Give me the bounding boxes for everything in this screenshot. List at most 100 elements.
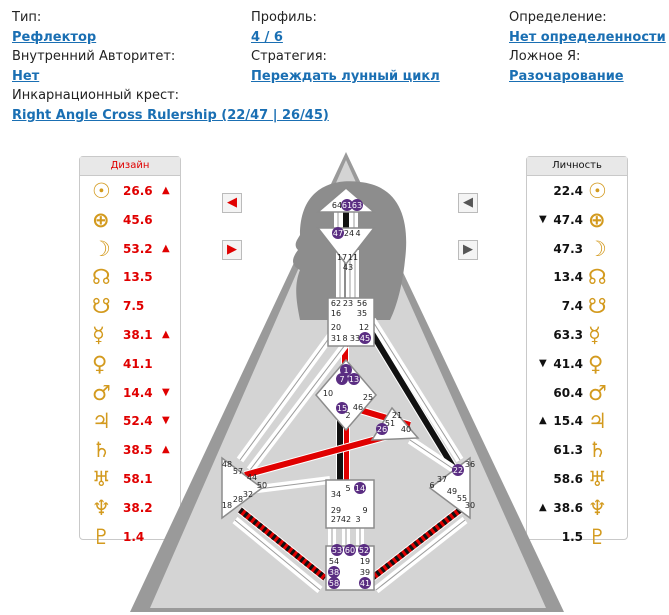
authority-link[interactable]: Нет: [12, 69, 40, 84]
exaltation-arrow: ▼: [162, 386, 170, 398]
planet-row: ♂ 14.4 ▼: [80, 380, 180, 408]
channel-outline: [409, 439, 456, 471]
gate-line-value: 41.4: [553, 356, 583, 371]
jupiter-icon: ♃: [92, 409, 111, 434]
gate-line-value: 63.3: [553, 328, 583, 342]
gate-number: 56: [357, 299, 367, 308]
gate-number: 57: [233, 467, 243, 476]
gate-number: 50: [257, 481, 267, 490]
personality-column: Личность ☉22.4⊕47.4▼☽47.3☊13.4☋7.4☿63.3♀…: [526, 156, 628, 549]
gate-number: 12: [359, 323, 369, 332]
planet-row: ☋7.4: [527, 293, 627, 321]
active-gate-marker: [359, 332, 371, 344]
definition-link[interactable]: Нет определенности: [509, 30, 666, 45]
active-gate-marker: [354, 482, 366, 494]
cross-link[interactable]: Right Angle Cross Rulership (22/47 | 26/…: [12, 108, 329, 123]
venus-icon: ♀: [588, 351, 604, 376]
gate-line-value: 38.6: [553, 500, 583, 515]
venus-icon: ♀: [92, 351, 108, 376]
sun-icon: ☉: [588, 179, 607, 203]
active-gate-marker: [359, 577, 371, 589]
gate-line-value: 38.1: [123, 328, 153, 342]
gate-line-value: 41.1: [123, 356, 153, 371]
gate-line-value: 14.4: [123, 385, 153, 400]
saturn-icon: ♄: [92, 438, 111, 463]
profile-label: Профиль:: [251, 10, 317, 25]
gate-number: 23: [343, 299, 353, 308]
gate-number: 7: [339, 375, 344, 384]
exaltation-arrow: ▲: [539, 501, 547, 513]
south-node-icon: ☋: [588, 294, 607, 319]
gate-number: 46: [353, 403, 363, 412]
gate-number: 16: [331, 309, 341, 318]
type-link[interactable]: Рефлектор: [12, 30, 97, 45]
earth-icon: ⊕: [588, 207, 606, 232]
gate-line-value: 58.1: [123, 472, 153, 486]
arrow-left-icon: ◀: [463, 195, 473, 210]
planet-row: ♄38.5▲: [80, 437, 180, 465]
false-self-link[interactable]: Разочарование: [509, 69, 624, 84]
profile-link[interactable]: 4 / 6: [251, 30, 283, 45]
arrow-right-icon: ▶: [227, 242, 237, 257]
active-gate-marker: [332, 227, 344, 239]
gate-number: 20: [331, 323, 341, 332]
active-gate-marker: [351, 199, 363, 211]
design-prev-button[interactable]: ◀: [222, 193, 242, 213]
gate-number: 52: [359, 546, 369, 555]
gate-line-value: 58.6: [553, 472, 583, 486]
mars-icon: ♂: [92, 380, 111, 405]
exaltation-arrow: ▲: [162, 329, 170, 340]
gate-number: 47: [333, 229, 343, 238]
gate-number: 19: [360, 557, 370, 566]
gate-line-value: 1.4: [123, 529, 145, 544]
planet-row: ♄ 61.3: [527, 437, 627, 465]
planet-row: ♃52.4▼: [80, 408, 180, 436]
gate-number: 32: [243, 490, 253, 499]
gate-number: 37: [437, 475, 447, 484]
gate-line-value: 7.5: [123, 299, 145, 314]
south-node-icon: ☋: [92, 294, 111, 319]
gate-number: 48: [222, 460, 232, 469]
personality-next-button[interactable]: ▶: [458, 240, 478, 260]
gate-number: 42: [341, 515, 351, 524]
gate-line-value: 13.5: [123, 270, 153, 285]
active-gate-marker: [452, 464, 464, 476]
gate-line-value: 26.6: [123, 184, 153, 198]
gate-number: 15: [337, 404, 347, 413]
mercury-icon: ☿: [92, 323, 105, 347]
definition-block: Определение: Нет определенности Ложное Я…: [509, 10, 666, 85]
gate-number: 38: [329, 568, 339, 577]
design-title: Дизайн: [80, 157, 180, 176]
mercury-icon: ☿: [588, 323, 601, 347]
gate-number: 63: [352, 201, 362, 210]
gate-number: 3: [355, 515, 360, 524]
gate-line-value: 38.2: [123, 500, 153, 515]
personality-prev-button[interactable]: ◀: [458, 193, 478, 213]
gate-line-value: 47.3: [553, 241, 583, 256]
gate-line-value: 61.3: [553, 443, 583, 458]
planet-row: ♅58.6: [527, 466, 627, 494]
planet-row: ⊕45.6: [80, 207, 180, 235]
gate-number: 43: [343, 263, 353, 272]
strategy-link[interactable]: Переждать лунный цикл: [251, 69, 440, 84]
gate-number: 8: [342, 334, 347, 343]
channel-both-stripe: [370, 507, 462, 581]
planet-row: ♂60.4: [527, 380, 627, 408]
gate-number: 9: [362, 506, 367, 515]
saturn-icon: ♄: [588, 438, 607, 463]
earth-icon: ⊕: [92, 207, 110, 232]
design-next-button[interactable]: ▶: [222, 240, 242, 260]
gate-line-value: 60.4: [553, 385, 583, 400]
gate-line-value: 52.4: [123, 414, 153, 429]
gate-number: 14: [355, 484, 365, 493]
planet-row: ☿ 38.1 ▲: [80, 322, 180, 350]
gate-number: 31: [331, 334, 341, 343]
type-label: Тип:: [12, 10, 42, 25]
gate-number: 6: [429, 481, 434, 490]
channel-outline: [239, 329, 336, 461]
gate-line-value: 22.4: [553, 184, 583, 198]
neptune-icon: ♆: [92, 495, 111, 520]
personality-title: Личность: [527, 157, 627, 176]
moon-icon: ☽: [92, 236, 111, 261]
